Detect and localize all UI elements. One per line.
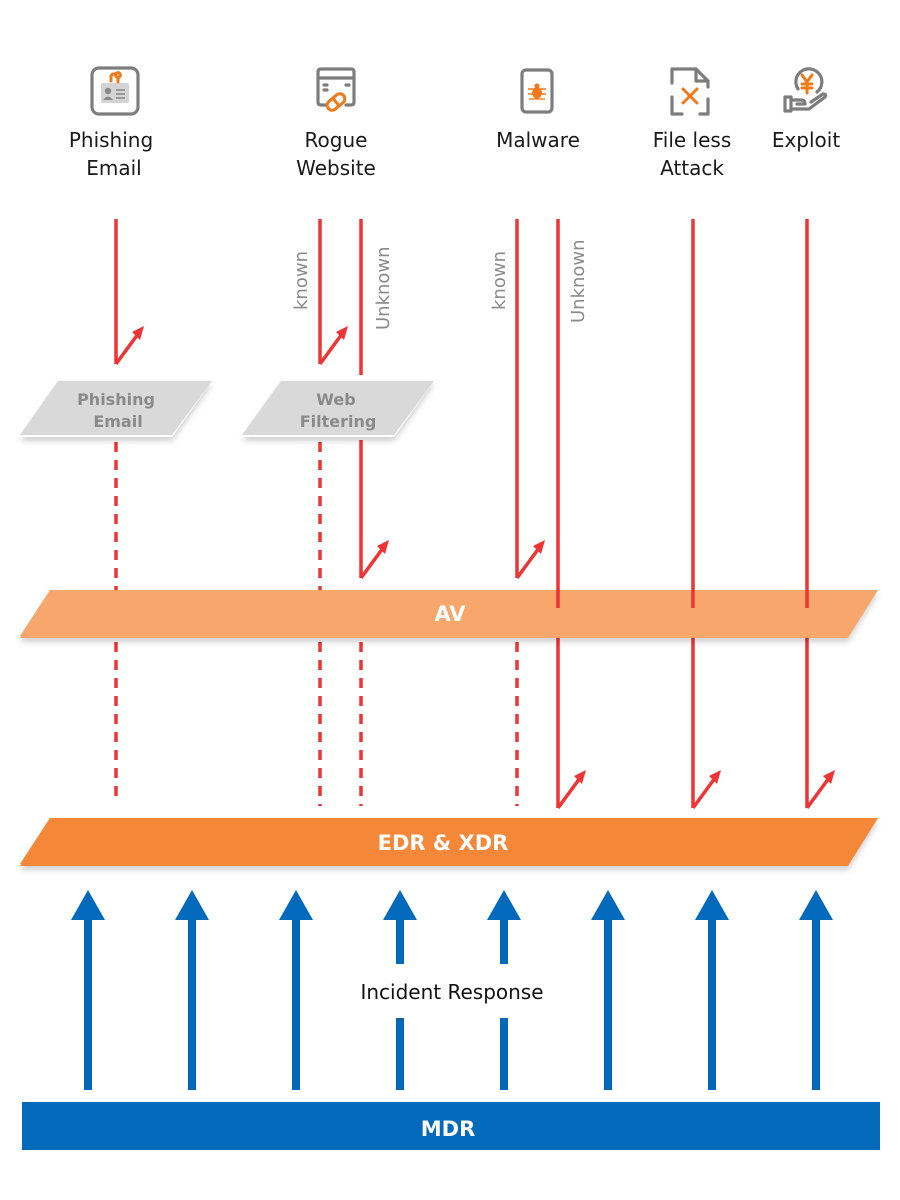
threat-label-rogue: Rogue Website bbox=[296, 128, 376, 180]
threat-label-line: Exploit bbox=[772, 128, 841, 152]
arrow-up-icon bbox=[487, 890, 521, 920]
arrow-up-icon bbox=[71, 890, 105, 920]
threat-label-line: Malware bbox=[496, 128, 580, 152]
phishing-email-icon bbox=[90, 66, 140, 116]
deflection-arrow-phishing bbox=[114, 326, 144, 366]
threat-label-malware: Malware bbox=[496, 128, 580, 152]
mdr-arrow bbox=[591, 890, 625, 1090]
arrow-up-icon bbox=[591, 890, 625, 920]
arrow-up-icon bbox=[383, 890, 417, 920]
arrow-up-icon bbox=[175, 890, 209, 920]
filter-label-line: Web bbox=[316, 390, 355, 409]
threat-lines bbox=[114, 219, 809, 808]
mdr-arrow bbox=[383, 890, 417, 1090]
filter-label-line: Phishing bbox=[77, 390, 155, 409]
malware-bug-icon bbox=[520, 68, 554, 114]
mdr-arrow bbox=[71, 890, 105, 1090]
branch-label-rogue-unknown: Unknown bbox=[373, 246, 394, 330]
mdr-response-arrows bbox=[71, 890, 833, 1090]
filter-label-line: Email bbox=[93, 412, 142, 431]
fileless-attack-icon bbox=[670, 67, 710, 116]
av-layer-band: AV bbox=[20, 590, 878, 638]
mdr-layer-band: MDR bbox=[22, 1102, 880, 1150]
mdr-arrow bbox=[799, 890, 833, 1090]
edr-xdr-layer-band: EDR & XDR bbox=[20, 818, 878, 866]
filter-label-line: Filtering bbox=[300, 412, 377, 431]
deflection-arrow-malware-unknown bbox=[556, 770, 586, 810]
threat-label-line: Website bbox=[296, 156, 376, 180]
arrowhead-icon bbox=[336, 326, 348, 340]
deflection-arrow-malware-known bbox=[515, 540, 545, 580]
incident-response-label: Incident Response bbox=[360, 980, 543, 1004]
deflection-arrows bbox=[114, 326, 835, 810]
arrowhead-icon bbox=[709, 770, 721, 784]
arrowhead-icon bbox=[377, 540, 389, 554]
av-layer-label: AV bbox=[434, 602, 466, 626]
branch-label-malware-unknown: Unknown bbox=[568, 239, 589, 323]
mdr-arrow bbox=[695, 890, 729, 1090]
arrowhead-icon bbox=[533, 540, 545, 554]
threat-label-fileless: File less Attack bbox=[653, 128, 732, 180]
rogue-website-icon bbox=[316, 67, 356, 112]
arrow-up-icon bbox=[279, 890, 313, 920]
arrowhead-icon bbox=[823, 770, 835, 784]
filter-web-filtering: Web Filtering bbox=[242, 381, 434, 437]
exploit-yen-hand-icon bbox=[783, 67, 828, 113]
threat-label-phishing: Phishing Email bbox=[69, 128, 153, 180]
mdr-layer-label: MDR bbox=[421, 1117, 476, 1141]
blocked-dashed-lines bbox=[114, 442, 519, 806]
mdr-arrow bbox=[279, 890, 313, 1090]
deflection-arrow-fileless bbox=[691, 770, 721, 810]
arrow-up-icon bbox=[695, 890, 729, 920]
branch-label-malware-known: known bbox=[489, 251, 510, 310]
threat-label-line: File less bbox=[653, 128, 732, 152]
branch-label-rogue-known: known bbox=[291, 251, 312, 310]
threat-label-line: Attack bbox=[660, 156, 724, 180]
deflection-arrow-rogue-unknown bbox=[359, 540, 389, 580]
deflection-arrow-rogue-known bbox=[318, 326, 348, 366]
arrowhead-icon bbox=[574, 770, 586, 784]
mdr-arrow bbox=[175, 890, 209, 1090]
threat-label-exploit: Exploit bbox=[772, 128, 841, 152]
edr-xdr-layer-label: EDR & XDR bbox=[378, 831, 509, 855]
arrow-up-icon bbox=[799, 890, 833, 920]
threat-label-line: Rogue bbox=[305, 128, 368, 152]
deflection-arrow-exploit bbox=[805, 770, 835, 810]
threat-label-line: Email bbox=[86, 156, 142, 180]
threat-label-line: Phishing bbox=[69, 128, 153, 152]
mdr-arrow bbox=[487, 890, 521, 1090]
arrowhead-icon bbox=[132, 326, 144, 340]
filter-phishing-email: Phishing Email bbox=[20, 381, 212, 437]
